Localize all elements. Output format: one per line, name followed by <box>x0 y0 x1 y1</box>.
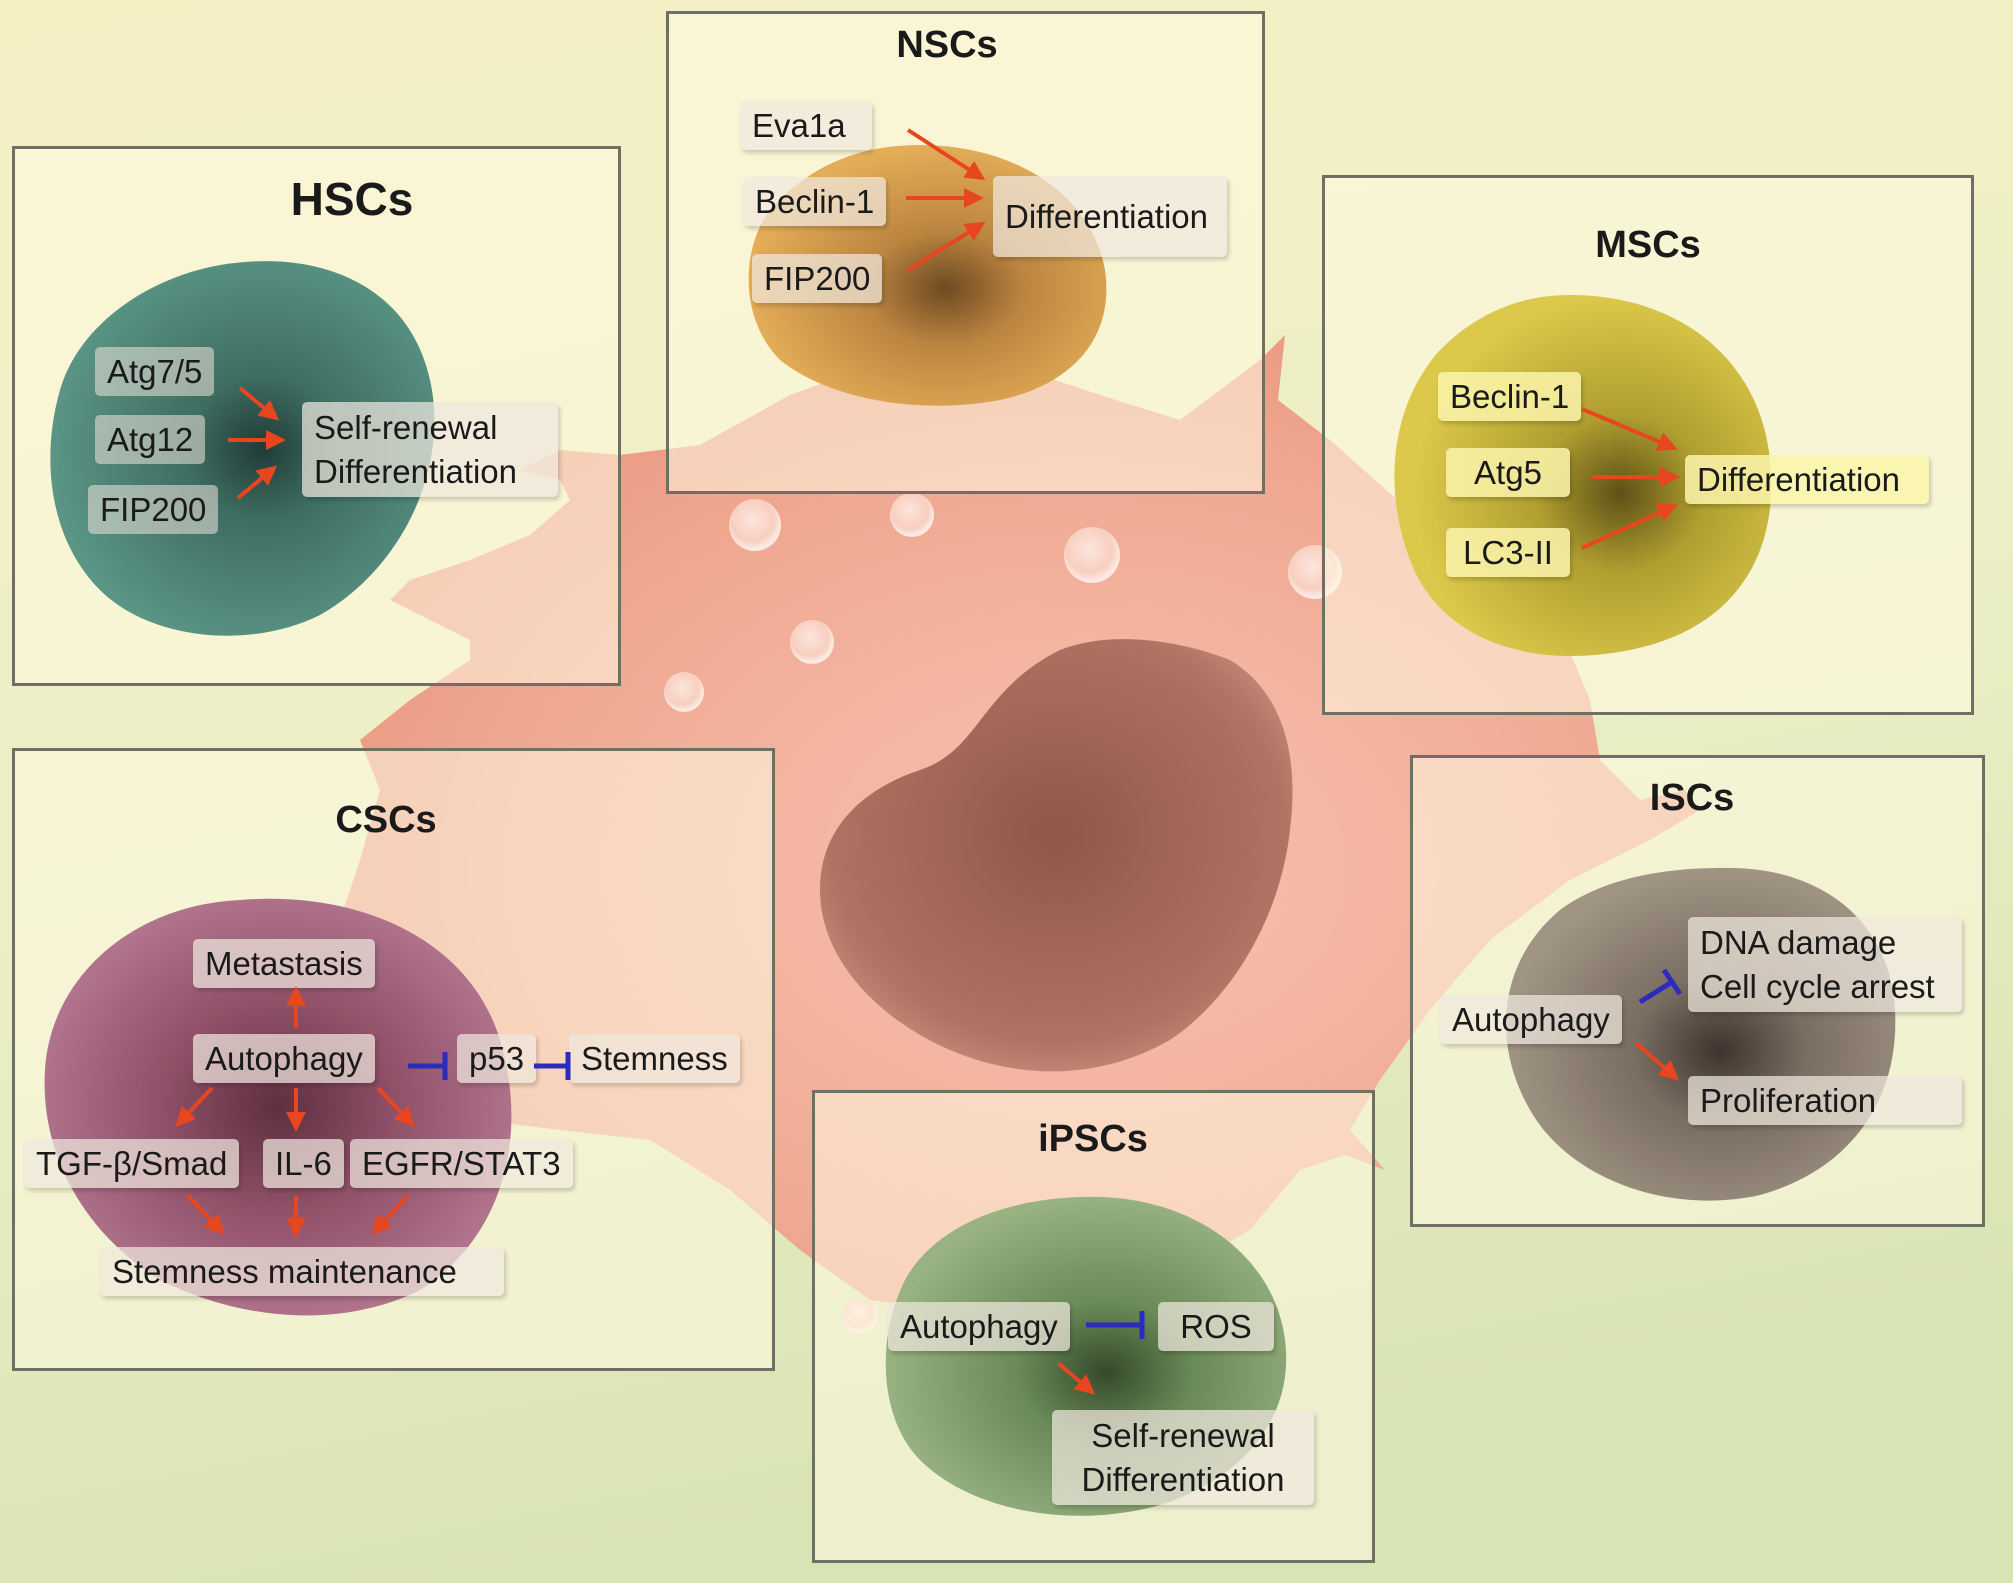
activation-arrow <box>1056 1361 1096 1395</box>
hsc-factor-fip200: FIP200 <box>88 485 219 535</box>
ipsc-ros: ROS <box>1158 1302 1274 1352</box>
csc-p53: p53 <box>457 1034 537 1084</box>
activation-arrow <box>236 465 278 500</box>
vesicle <box>664 672 704 712</box>
hsc-outcome-line1: Self-renewal <box>314 409 498 446</box>
activation-arrow <box>371 1194 410 1235</box>
nsc-factor-beclin1: Beclin-1 <box>743 177 887 227</box>
csc-metastasis: Metastasis <box>193 939 375 989</box>
csc-stemness-maintenance: Stemness maintenance <box>100 1247 504 1297</box>
hsc-outcome-line2: Differentiation <box>314 452 518 490</box>
msc-factor-beclin1: Beclin-1 <box>1438 372 1582 422</box>
isc-autophagy: Autophagy <box>1440 995 1622 1045</box>
ipscs-title: iPSCs <box>1038 1118 1148 1160</box>
activation-arrow <box>376 1086 415 1127</box>
vesicle <box>729 499 781 551</box>
hsc-outcome: Self-renewal Differentiation <box>302 402 558 498</box>
msc-factor-lc3-ii: LC3-II <box>1446 528 1570 578</box>
ipsc-outcome: Self-renewal Differentiation <box>1052 1410 1314 1506</box>
hsc-factor-atg12: Atg12 <box>95 415 206 465</box>
activation-arrow <box>1581 407 1678 451</box>
inhibition-bar <box>1661 968 1683 996</box>
ipsc-outcome-line1: Self-renewal <box>1091 1417 1275 1454</box>
nsc-outcome: Differentiation <box>993 176 1227 258</box>
ipsc-autophagy: Autophagy <box>888 1302 1070 1352</box>
isc-dna-damage: DNA damage <box>1700 924 1897 961</box>
isc-inhibited-outcomes: DNA damage Cell cycle arrest <box>1688 917 1962 1013</box>
isc-proliferation: Proliferation <box>1688 1076 1962 1126</box>
csc-stemness: Stemness <box>569 1034 740 1084</box>
inhibition-line <box>1638 979 1674 1005</box>
hscs-title: HSCs <box>290 173 414 225</box>
activation-arrow <box>906 128 986 181</box>
vesicle <box>890 493 934 537</box>
nscs-title: NSCs <box>896 24 998 66</box>
activation-arrow <box>1581 503 1678 550</box>
nsc-factor-fip200: FIP200 <box>752 254 883 304</box>
msc-outcome: Differentiation <box>1685 455 1929 505</box>
mscs-title: MSCs <box>1595 224 1701 266</box>
vesicle <box>790 620 834 664</box>
hsc-factor-atg7-5: Atg7/5 <box>95 347 215 397</box>
central-cell-nucleus <box>820 639 1293 1072</box>
activation-arrow <box>186 1194 225 1235</box>
activation-arrow <box>906 221 986 272</box>
ipsc-outcome-line2: Differentiation <box>1081 1460 1285 1498</box>
msc-factor-atg5: Atg5 <box>1446 448 1570 498</box>
csc-autophagy: Autophagy <box>193 1034 375 1084</box>
nsc-factor-eva1a: Eva1a <box>740 101 872 151</box>
iscs-title: ISCs <box>1649 777 1735 819</box>
activation-arrow <box>175 1086 214 1127</box>
activation-arrow <box>1634 1041 1680 1081</box>
isc-cell-cycle-arrest: Cell cycle arrest <box>1700 967 1935 1005</box>
csc-pathway-egfr-stat3: EGFR/STAT3 <box>350 1139 573 1189</box>
csc-pathway-il6: IL-6 <box>263 1139 344 1189</box>
activation-arrow <box>238 386 280 421</box>
cscs-title: CSCs <box>335 799 437 841</box>
csc-pathway-tgf-smad: TGF-β/Smad <box>24 1139 240 1189</box>
vesicle <box>1064 527 1120 583</box>
